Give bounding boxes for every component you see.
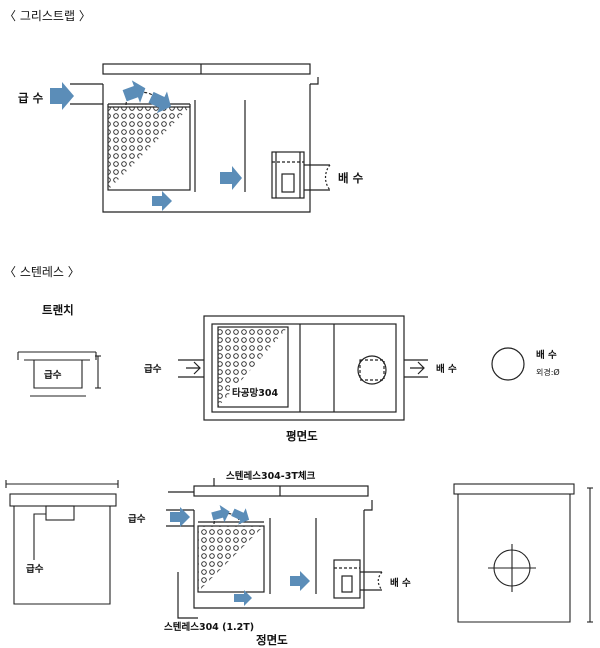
outlet-legend-circle [491,347,525,381]
body-material-label: 스텐레스304 (1.2T) [164,621,254,633]
trench-title: 트랜치 [42,303,74,317]
front-inlet-label: 급수 [128,514,146,525]
end-view [453,483,593,623]
grease-trap-title: 〈 그리스트랩 〉 [4,9,91,23]
front-outlet-label: 배 수 [390,577,411,589]
plan-inlet-label: 급수 [144,364,162,375]
outlet-legend-label: 배 수 [536,349,557,361]
trench-drawing [17,351,101,397]
perforated-plate-label: 타공망304 [232,387,278,399]
plate-label-bg [230,385,278,399]
outlet-elbow [271,151,305,199]
trap-body [102,84,311,213]
outlet-label-top: 배 수 [338,171,364,185]
trench-inlet-label: 급수 [44,370,62,381]
outer-diameter-label: 외경:Ø [536,367,560,377]
side-inlet-label: 급수 [26,564,44,575]
grease-trap-diagram [70,63,331,213]
front-view-title: 정면도 [256,633,288,647]
plan-view [178,315,428,421]
side-view [5,480,119,605]
flow-arrows-front [170,505,310,606]
front-view [166,478,383,619]
stainless-title: 〈 스텐레스 〉 [4,265,80,279]
front-lid [193,485,369,497]
lid-label: 스텐레스304-3T체크 [226,470,316,482]
plan-outlet [357,355,387,385]
flow-arrows-top [50,80,242,211]
plan-view-title: 평면도 [286,429,318,443]
front-outlet-elbow [333,559,361,599]
plan-outlet-label: 배 수 [436,363,457,375]
inlet-label-top: 급 수 [18,91,44,105]
trap-lid [102,63,311,75]
